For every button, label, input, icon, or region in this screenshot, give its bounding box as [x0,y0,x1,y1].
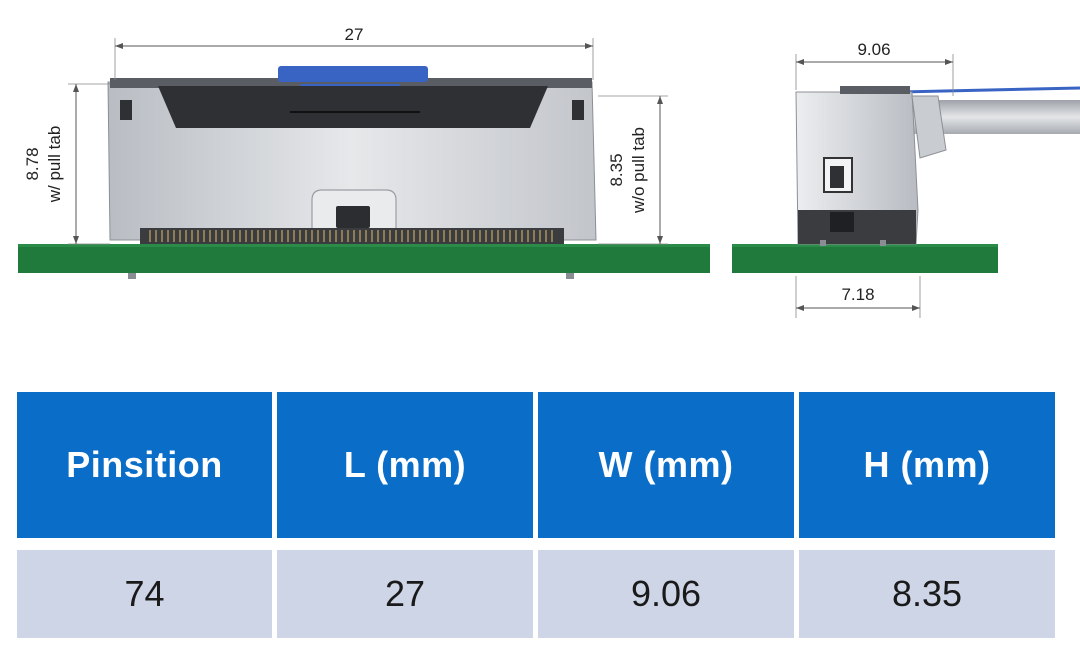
cell-position: 74 [17,550,272,638]
dimension-height-with-tab: 8.78 w/ pull tab [23,83,110,245]
connector-dimension-drawing: 27 8.78 w/ pull tab 8.35 w/o pull tab [18,25,1080,318]
header-height: H (mm) [799,392,1055,538]
length-label: 27 [345,25,364,44]
cell-height: 8.35 [799,550,1055,638]
cell-length: 27 [277,550,533,638]
header-position: Pinsition [17,392,272,538]
spec-table: Pinsition L (mm) W (mm) H (mm) 74 27 9.0… [17,392,1055,638]
dimension-height-without-tab: 8.35 w/o pull tab [598,95,668,245]
pull-tab [278,66,428,82]
front-view: 27 8.78 w/ pull tab 8.35 w/o pull tab [18,25,710,279]
height-without-tab-note: w/o pull tab [629,127,648,214]
side-pcb [732,244,998,273]
width-top-label: 9.06 [857,40,890,59]
height-with-tab-value: 8.78 [23,147,42,180]
dimension-length: 27 [114,25,594,80]
width-bottom-label: 7.18 [841,285,874,304]
side-view: 9.06 7.18 [732,40,1080,318]
front-receptacle-opening [158,86,548,128]
header-width: W (mm) [538,392,794,538]
dimension-width-bottom: 7.18 [795,276,921,318]
header-length: L (mm) [277,392,533,538]
height-with-tab-note: w/ pull tab [45,126,64,204]
front-pcb [18,244,710,273]
dimension-width-top: 9.06 [795,40,954,96]
height-without-tab-value: 8.35 [607,153,626,186]
cell-width: 9.06 [538,550,794,638]
